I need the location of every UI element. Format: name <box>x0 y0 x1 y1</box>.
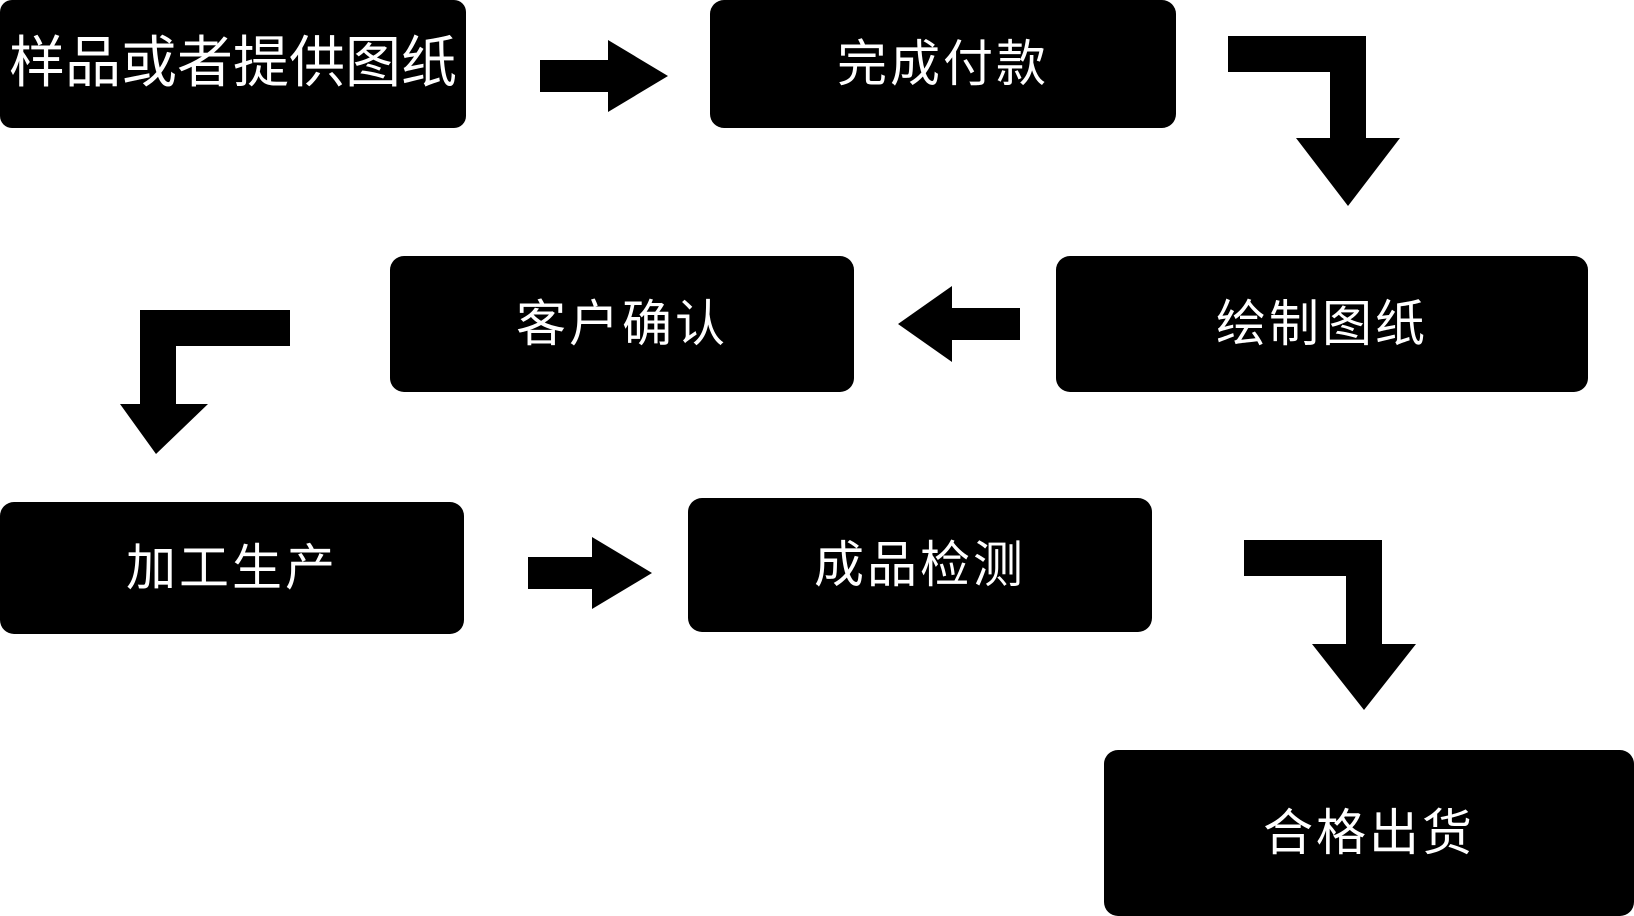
flow-node-customer-confirm[interactable]: 客户确认 <box>390 256 854 392</box>
arrow-elbow-down-icon-inspect-to-ship <box>1240 534 1420 714</box>
arrow-elbow-down-icon-confirm-to-produce <box>118 300 304 460</box>
arrow-left-icon-draw-to-confirm <box>896 282 1022 366</box>
flow-node-draw-drawing[interactable]: 绘制图纸 <box>1056 256 1588 392</box>
arrow-elbow-down-icon-payment-to-draw <box>1224 30 1404 210</box>
flow-node-draw-drawing-label: 绘制图纸 <box>1216 295 1428 353</box>
flow-node-payment-label: 完成付款 <box>837 35 1049 93</box>
flow-node-inspection-label: 成品检测 <box>814 536 1026 594</box>
flow-node-shipment-label: 合格出货 <box>1263 804 1475 862</box>
flow-node-sample-label: 样品或者提供图纸 <box>9 31 457 96</box>
arrow-right-icon-sample-to-payment <box>540 36 670 116</box>
flow-node-inspection[interactable]: 成品检测 <box>688 498 1152 632</box>
flow-node-sample[interactable]: 样品或者提供图纸 <box>0 0 466 128</box>
flow-node-customer-confirm-label: 客户确认 <box>516 295 728 353</box>
arrow-right-icon-produce-to-inspect <box>528 533 654 613</box>
flow-node-production[interactable]: 加工生产 <box>0 502 464 634</box>
flow-node-production-label: 加工生产 <box>126 539 338 597</box>
flow-node-payment[interactable]: 完成付款 <box>710 0 1176 128</box>
flow-node-shipment[interactable]: 合格出货 <box>1104 750 1634 916</box>
